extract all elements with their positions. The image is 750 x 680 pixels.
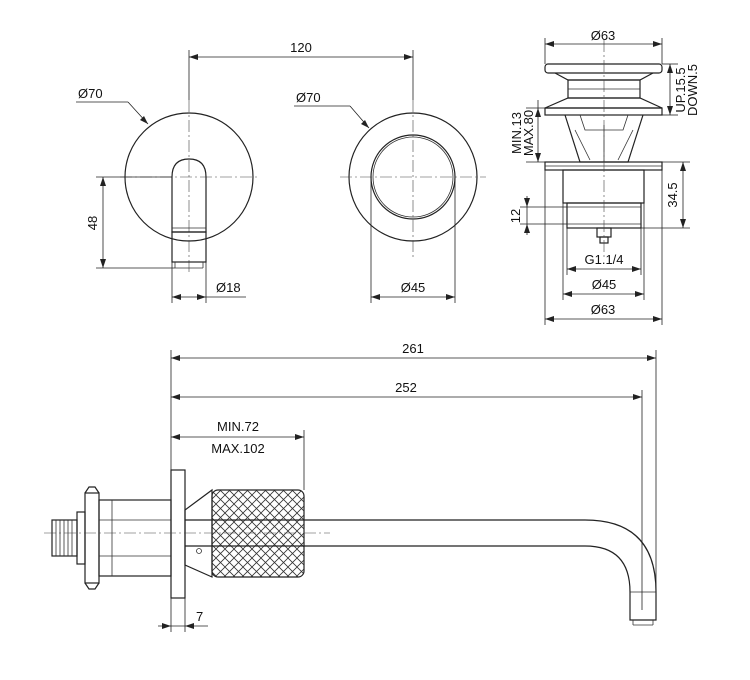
dimension-waste-height: 34.5 (641, 161, 690, 229)
label-waste-min: MIN.13 (509, 112, 524, 154)
dimension-wall-range: MIN.72 MAX.102 (171, 419, 305, 490)
label-waste-thread: G1.1/4 (584, 252, 623, 267)
dimension-waste-thread: G1.1/4 (566, 228, 642, 275)
dimension-handle-dia: Ø45 (370, 177, 456, 303)
dimension-waste-flange-dia: Ø63 (544, 170, 663, 325)
label-wall-max: MAX.102 (211, 441, 264, 456)
dimension-plate-thickness: 7 (158, 598, 208, 632)
label-waste-up: UP.15.5 (673, 67, 688, 112)
label-waste-height: 34.5 (665, 182, 680, 207)
label-waste-flange-dia: Ø63 (591, 302, 616, 317)
dimension-spout-dia: Ø18 (171, 262, 246, 303)
dimension-waste-body-dia: Ø45 (562, 203, 645, 300)
label-spout-dia: Ø18 (216, 280, 241, 295)
label-waste-down: DOWN.5 (685, 64, 700, 116)
label-spout-height: 48 (85, 216, 100, 230)
dimension-overall-length: 261 (170, 341, 657, 592)
label-waste-cap-dia: Ø63 (591, 28, 616, 43)
spout-front-view (120, 100, 258, 272)
dimension-spout-rose-dia: Ø70 (76, 86, 149, 125)
label-overall-length: 261 (402, 341, 424, 356)
dimension-waste-cap-dia: Ø63 (544, 28, 663, 64)
label-spout-length: 252 (395, 380, 417, 395)
label-plate-thickness: 7 (196, 609, 203, 624)
dimension-waste-min-max: MIN.13 MAX.80 (509, 100, 545, 163)
label-handle-dia: Ø45 (401, 280, 426, 295)
waste-view (544, 40, 663, 258)
dimension-waste-thread-height: 12 (508, 196, 567, 235)
dimension-spout-height: 48 (85, 176, 175, 269)
label-waste-body-dia: Ø45 (592, 277, 617, 292)
dimension-120: 120 (188, 40, 414, 100)
label-handle-rose-dia: Ø70 (296, 90, 321, 105)
label-spout-rose-dia: Ø70 (78, 86, 103, 101)
label-waste-thread-height: 12 (508, 209, 523, 223)
label-waste-max: MAX.80 (521, 110, 536, 156)
dimension-waste-up-down: UP.15.5 DOWN.5 (662, 63, 700, 116)
dimension-handle-rose-dia: Ø70 (294, 90, 370, 129)
label-wall-min: MIN.72 (217, 419, 259, 434)
dimension-spout-length: 252 (171, 380, 643, 610)
side-view (44, 469, 657, 626)
label-120: 120 (290, 40, 312, 55)
